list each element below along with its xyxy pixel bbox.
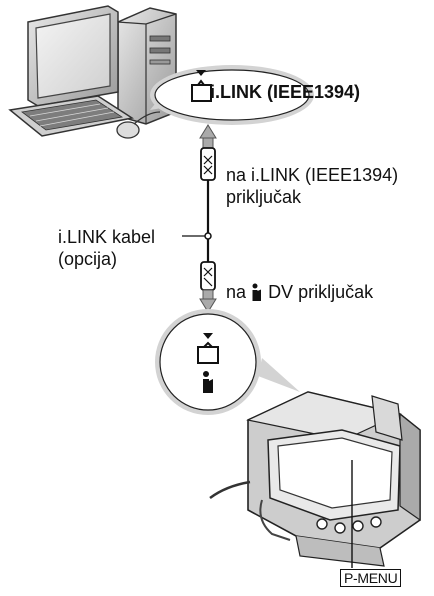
camera-connector-label-suffix: DV priključak	[268, 282, 374, 302]
camera-connector-label-prefix: na	[226, 282, 247, 302]
camcorder	[209, 391, 421, 567]
camera-port-callout	[155, 309, 300, 415]
p-menu-button-label: P-MENU	[340, 569, 402, 587]
i-link-cable	[199, 124, 217, 313]
pc-connector-label-line-1: na i.LINK (IEEE1394)	[226, 165, 399, 185]
camera-connector-label: na DV priključak	[226, 281, 373, 303]
i-link-inline-icon	[252, 283, 262, 301]
top-port-label: i.LINK (IEEE1394)	[210, 82, 361, 102]
cable-label-line-2: (opcija)	[58, 249, 118, 269]
i-link-symbol-icon	[203, 371, 213, 393]
pc-port-callout	[150, 65, 314, 125]
cable-label-line-1: i.LINK kabel	[58, 227, 156, 247]
desktop-computer	[8, 5, 177, 139]
pc-connector-label-line-2: priključak	[226, 187, 302, 207]
